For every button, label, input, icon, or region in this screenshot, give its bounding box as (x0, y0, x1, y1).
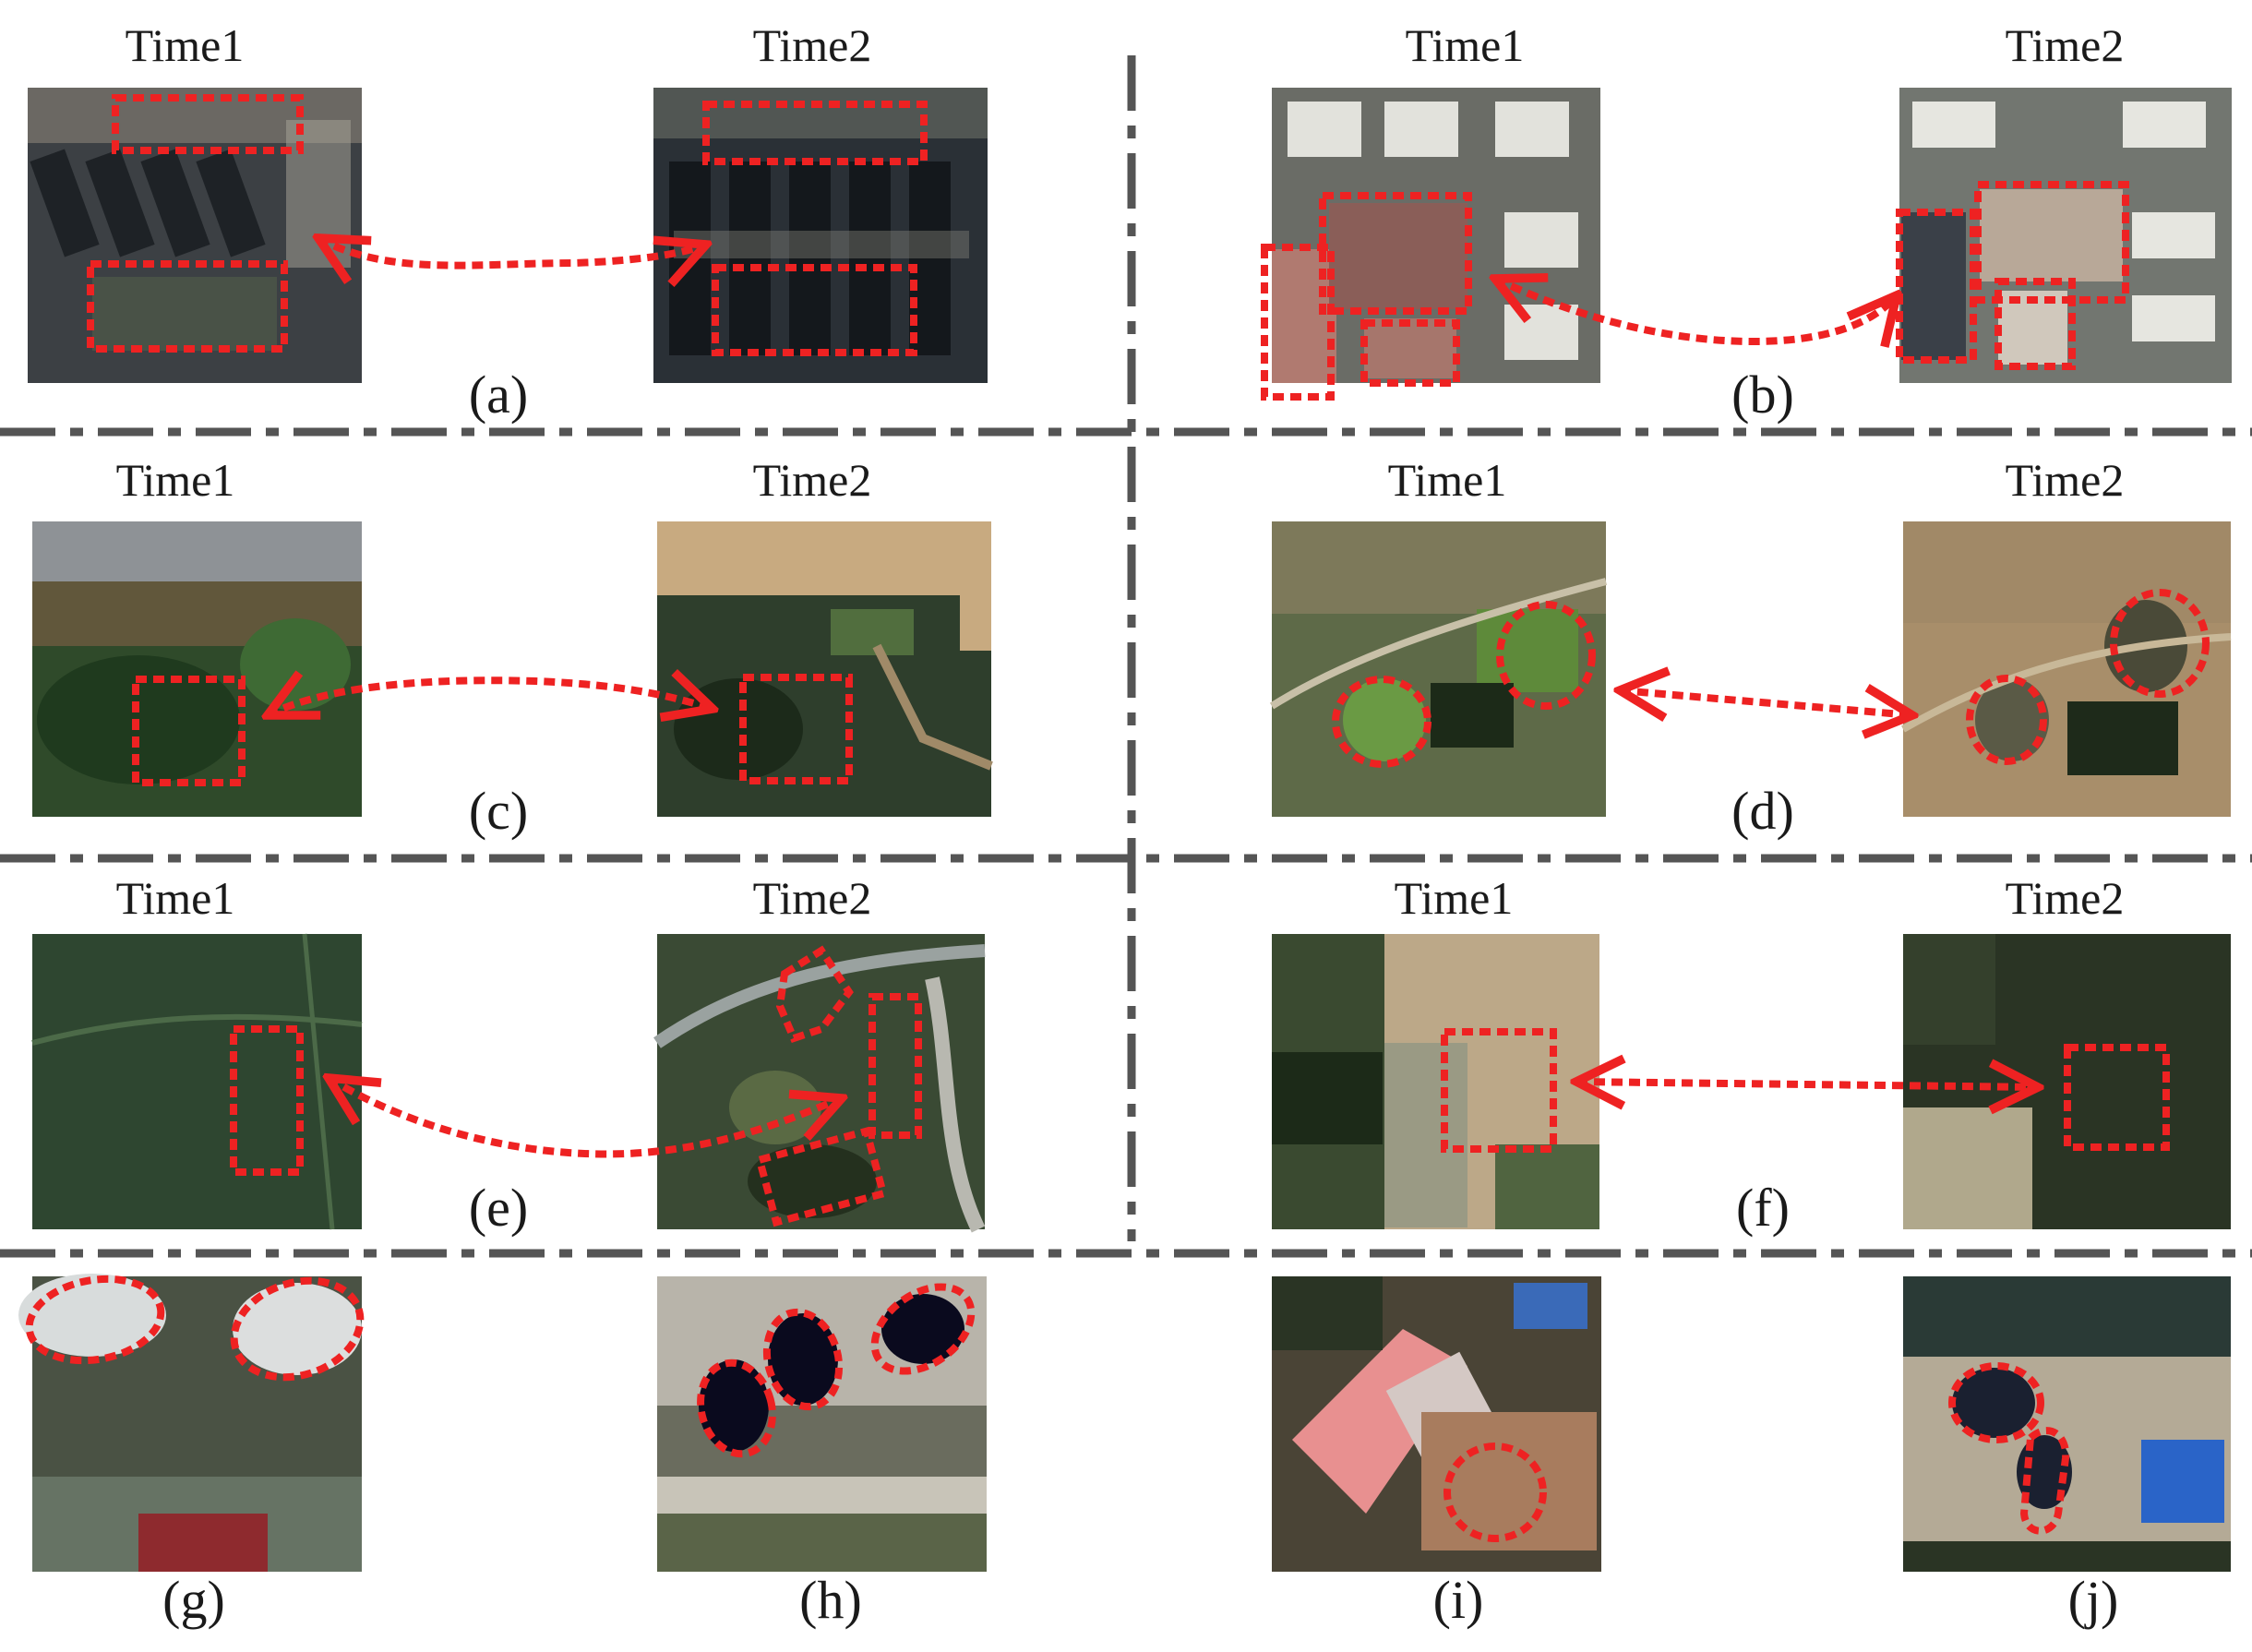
time1-label: Time1 (116, 454, 235, 506)
correspondence-arrow (1495, 279, 1897, 341)
correspondence-arrow (268, 680, 713, 715)
image-time1 (1272, 934, 1599, 1229)
time1-label: Time1 (1406, 19, 1525, 71)
time2-label: Time2 (753, 19, 872, 71)
time2-label: Time2 (2006, 872, 2125, 924)
image-time1 (1269, 521, 1608, 817)
correspondence-arrow (1620, 690, 1912, 715)
annotations (1443, 1443, 1547, 1542)
time2-label: Time2 (2006, 19, 2125, 71)
panel-label: (g) (162, 1570, 225, 1630)
panel-h: (h) (657, 1276, 987, 1630)
panel-c: Time1 Time2 (c) (32, 454, 993, 841)
panel-b: Time1 Time2 (b) (1261, 19, 2232, 425)
image-time1 (28, 88, 362, 383)
annotations (1948, 1362, 2070, 1535)
panel-i: (i) (1272, 1276, 1601, 1630)
panel-e: Time1 Time2 (e) (31, 872, 986, 1238)
annotations (230, 945, 922, 1227)
image (1903, 1276, 2231, 1572)
panel-label: (b) (1731, 365, 1794, 425)
panel-label: (c) (469, 781, 528, 841)
correspondence-arrow (1576, 1082, 2038, 1087)
time2-label: Time2 (2006, 454, 2125, 506)
annotations (1261, 181, 2129, 401)
time1-label: Time1 (1395, 872, 1514, 924)
panel-j: (j) (1903, 1276, 2231, 1630)
panel-d: Time1 Time2 (d) (1269, 454, 2232, 841)
time1-label: Time1 (116, 872, 235, 924)
panel-label: (h) (799, 1570, 862, 1630)
panel-g: (g) (18, 1274, 365, 1630)
image-time1 (31, 933, 363, 1230)
annotations (132, 677, 853, 786)
image-time2 (653, 88, 988, 383)
annotations (1441, 1028, 2170, 1153)
panel-label: (e) (469, 1178, 528, 1238)
panel-f: Time1 Time2 (f) (1272, 872, 2231, 1238)
image-time2 (1903, 934, 2231, 1229)
image-time2 (653, 934, 986, 1233)
image (18, 1274, 362, 1572)
panel-a: Time1 Time2 (a) (28, 19, 988, 425)
panel-label: (a) (469, 365, 528, 425)
annotations (87, 94, 928, 356)
correspondence-arrow (318, 238, 706, 266)
annotations (25, 1275, 365, 1382)
image-time1 (32, 521, 362, 817)
panel-label: (i) (1433, 1570, 1484, 1630)
correspondence-arrow (329, 1078, 842, 1158)
image-time2 (657, 521, 993, 817)
image (657, 1276, 987, 1572)
image-time2 (1901, 521, 2232, 817)
panel-label: (f) (1736, 1178, 1790, 1238)
panel-label: (j) (2068, 1570, 2119, 1630)
annotations (1332, 589, 2210, 768)
time1-label: Time1 (1388, 454, 1507, 506)
panel-label: (d) (1731, 781, 1794, 841)
panel-dividers (0, 55, 2252, 1258)
time2-label: Time2 (753, 872, 872, 924)
image (1272, 1276, 1601, 1572)
time1-label: Time1 (126, 19, 245, 71)
time2-label: Time2 (753, 454, 872, 506)
image-time2 (1899, 88, 2232, 383)
annotations (697, 1283, 976, 1458)
